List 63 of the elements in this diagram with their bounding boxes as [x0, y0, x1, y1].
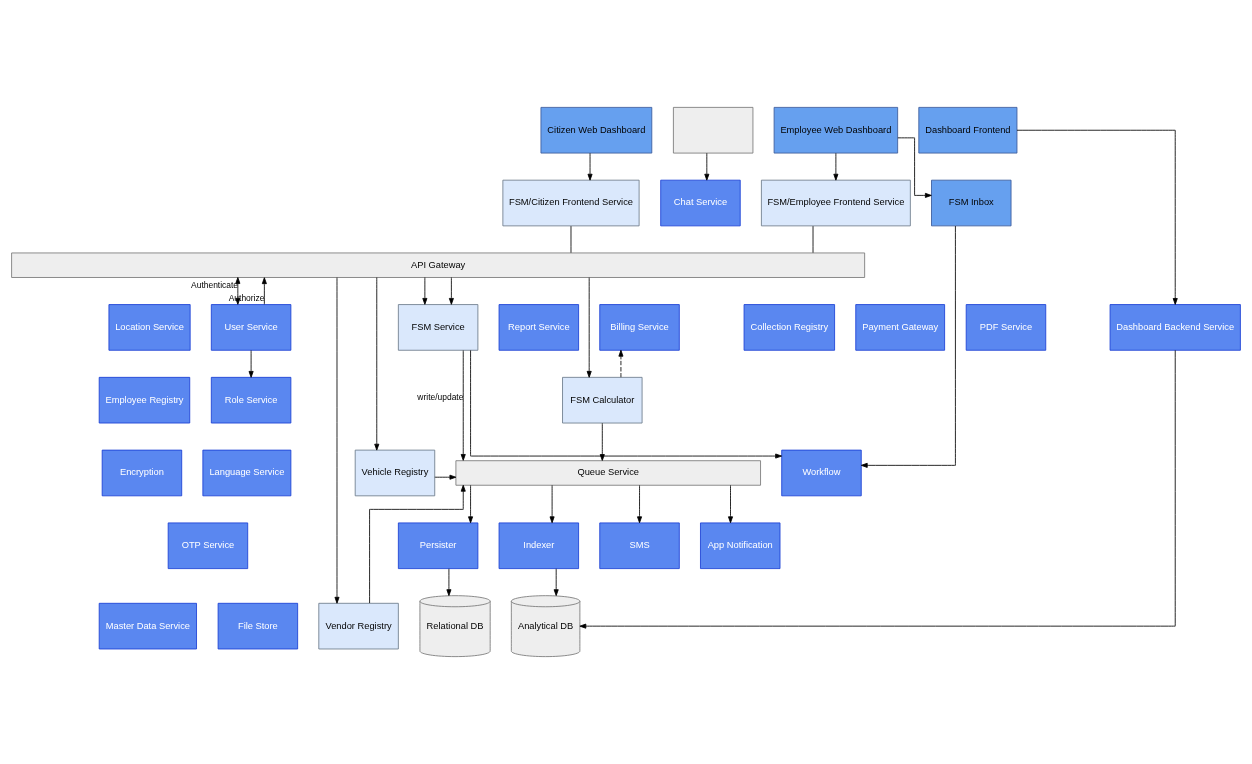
node-box: App Notification [700, 522, 781, 570]
arrow [599, 422, 605, 461]
node-box: Collection Registry [743, 304, 836, 351]
arrow [618, 349, 624, 378]
arrow [553, 568, 559, 597]
arrow [470, 350, 782, 459]
node-box: SMS [599, 522, 680, 570]
arrow [1016, 129, 1178, 305]
arrow [468, 484, 474, 524]
node-box: Queue Service [455, 460, 761, 486]
node-box: Master Data Service [98, 602, 197, 650]
arrow [586, 277, 592, 378]
edge-label: Authorize [228, 292, 265, 303]
node-box: Workflow [781, 449, 862, 497]
node-box: OTP Service [167, 522, 249, 570]
arrow [587, 152, 593, 181]
arrow [897, 137, 932, 198]
arrow [637, 484, 643, 524]
node-box: Indexer [498, 522, 580, 570]
node-box: FSM Service [397, 304, 479, 351]
arrow [334, 277, 340, 604]
node-box: Employee Web Dashboard [773, 106, 899, 154]
node-box: Encryption [101, 449, 183, 497]
node-box: FSM Calculator [562, 376, 643, 424]
node-box: Language Service [202, 449, 292, 497]
node-box: User Service [210, 304, 292, 351]
node-box: FSM Inbox [931, 179, 1012, 227]
arrow [446, 568, 452, 597]
node-box: FSM/Citizen Frontend Service [502, 179, 640, 227]
arrow [860, 225, 956, 468]
arrow [704, 152, 710, 181]
arrow [579, 349, 1176, 629]
arrow [833, 152, 839, 181]
arrow [374, 277, 380, 451]
node-box [672, 106, 754, 154]
arrow [549, 484, 555, 524]
arrow [369, 484, 466, 604]
node-box: API Gateway [11, 252, 866, 278]
node-box: Persister [397, 522, 479, 570]
arrow [434, 474, 457, 480]
node-box: Report Service [498, 304, 580, 351]
arrow [261, 277, 267, 305]
arrow [422, 277, 428, 305]
node-box: Payment Gateway [855, 304, 946, 351]
node-box: File Store [217, 602, 299, 650]
node-box: Dashboard Backend Service [1109, 304, 1241, 351]
edge-label: Authenticate [191, 280, 239, 291]
node-box: Dashboard Frontend [918, 106, 1018, 154]
node-box: FSM/Employee Frontend Service [760, 179, 911, 227]
node-box: Vehicle Registry [354, 449, 436, 497]
node-box: Employee Registry [98, 376, 191, 424]
node-box: Billing Service [599, 304, 680, 351]
edge-label: write/update [417, 391, 464, 402]
node-box: Role Service [210, 376, 292, 424]
node-box: Vendor Registry [318, 602, 399, 650]
node-box: Location Service [108, 304, 191, 351]
node-box: Citizen Web Dashboard [540, 106, 653, 154]
arrow [460, 350, 466, 461]
arrow [448, 277, 454, 305]
arrow [248, 350, 254, 378]
node-box: Chat Service [660, 179, 741, 227]
arrow [728, 484, 733, 524]
node-box: PDF Service [965, 304, 1047, 351]
